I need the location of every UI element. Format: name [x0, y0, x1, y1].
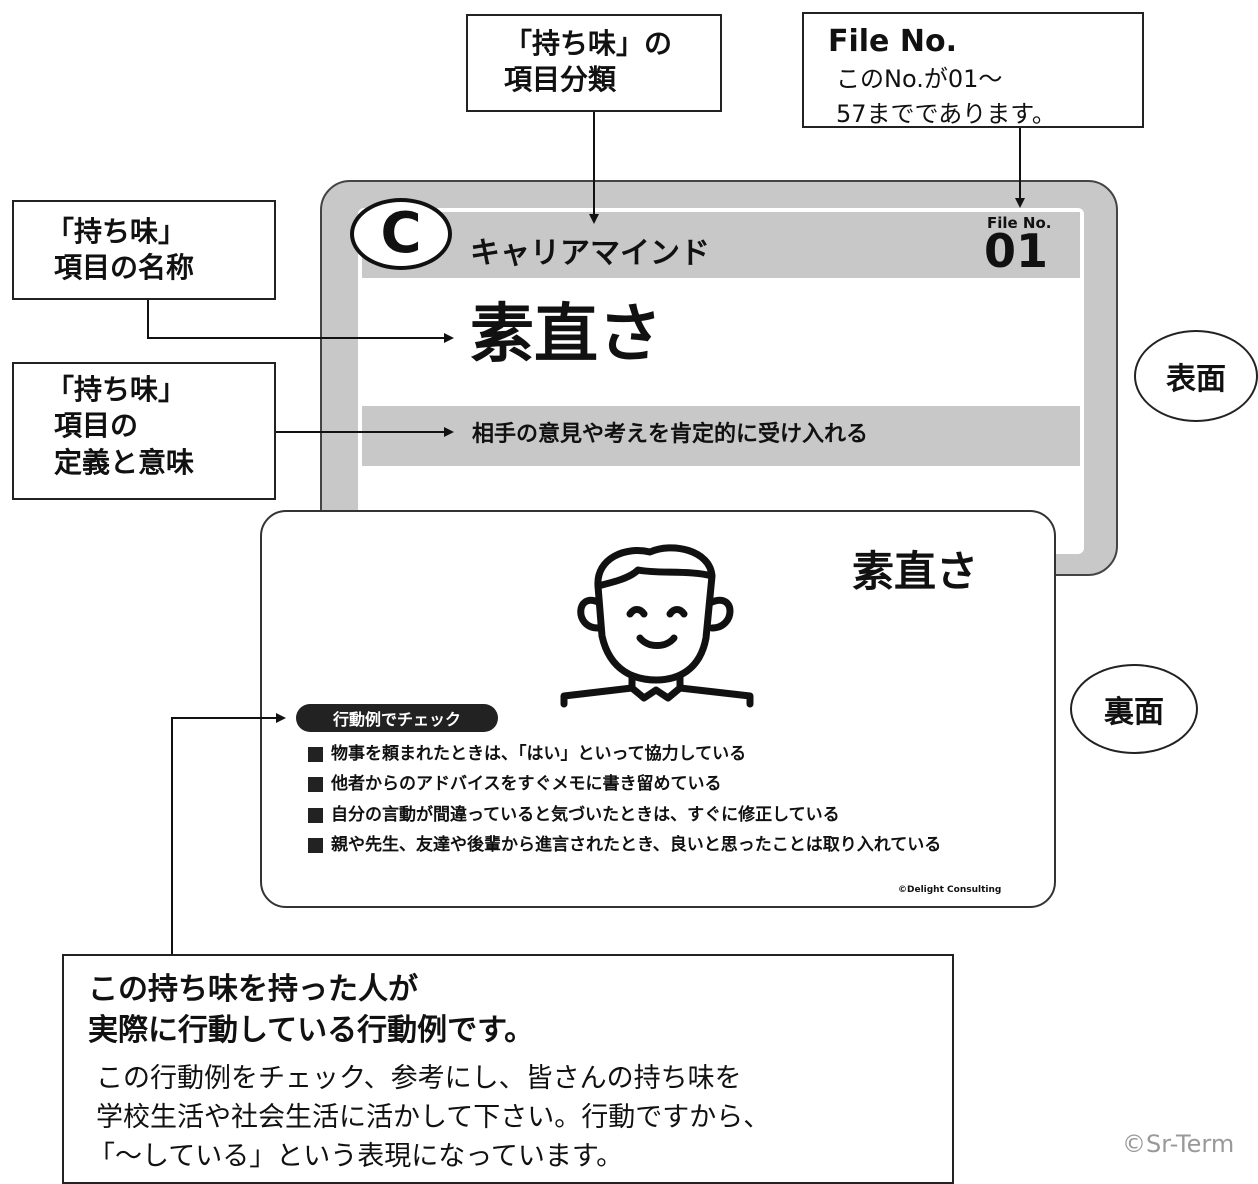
arrow-examples: [171, 713, 286, 954]
bullet-square-icon: [308, 747, 323, 762]
check-label-text: 行動例でチェック: [332, 710, 461, 729]
callout-item-name: 「持ち味」 項目の名称: [12, 200, 276, 300]
explanation-body-1: この行動例をチェック、参考にし、皆さんの持ち味を: [96, 1063, 742, 1094]
list-item: 物事を頼まれたときは、「はい」といって協力している: [308, 744, 1028, 765]
back-card-title: 素直さ: [852, 547, 979, 596]
front-card: [320, 180, 1118, 576]
callout-item-name-line2: 項目の名称: [54, 251, 195, 285]
category-name: キャリアマインド: [470, 236, 710, 271]
explanation-box: この持ち味を持った人が 実際に行動している行動例です。 この行動例をチェック、参…: [62, 954, 954, 1184]
category-letter: C: [380, 201, 422, 266]
callout-file-no-title: File No.: [828, 24, 957, 59]
category-letter-badge: C: [350, 198, 452, 270]
callout-definition-line2: 項目の: [54, 409, 139, 443]
callout-file-no-line1: このNo.が01～: [836, 65, 1003, 93]
back-card-copyright: ©Delight Consulting: [898, 885, 1002, 895]
example-list: 物事を頼まれたときは、「はい」といって協力している 他者からのアドバイスをすぐメ…: [308, 744, 1028, 856]
back-side-label-text: 裏面: [1104, 695, 1164, 730]
example-text: 他者からのアドバイスをすぐメモに書き留めている: [331, 774, 722, 795]
example-text: 物事を頼まれたときは、「はい」といって協力している: [331, 744, 747, 764]
callout-category: 「持ち味」の 項目分類: [466, 14, 722, 112]
callout-definition: 「持ち味」 項目の 定義と意味: [12, 362, 276, 500]
list-item: 自分の言動が間違っていると気づいたときは、すぐに修正している: [308, 805, 1028, 826]
front-side-label-text: 表面: [1166, 362, 1226, 397]
front-side-label: 表面: [1134, 330, 1258, 422]
bullet-square-icon: [308, 777, 323, 793]
list-item: 他者からのアドバイスをすぐメモに書き留めている: [308, 774, 1028, 795]
explanation-body-3: 「～している」という表現になっています。: [88, 1141, 624, 1173]
arrow-item-name: [147, 300, 454, 343]
callout-file-no: File No. このNo.が01～ 57までであります。: [802, 12, 1144, 128]
front-card-definition-bar: [362, 406, 1080, 466]
list-item: 親や先生、友達や後輩から進言されたとき、良いと思ったことは取り入れている: [308, 835, 1028, 856]
callout-definition-line1: 「持ち味」: [46, 373, 187, 406]
callout-category-line2: 項目分類: [504, 63, 617, 97]
explanation-heading-1: この持ち味を持った人が: [88, 972, 418, 1007]
bullet-square-icon: [308, 837, 323, 853]
check-label-pill: 行動例でチェック: [296, 704, 498, 732]
callout-definition-line3: 定義と意味: [54, 445, 195, 479]
person-illustration: [560, 544, 754, 708]
example-text: 自分の言動が間違っていると気づいたときは、すぐに修正している: [331, 804, 840, 825]
explanation-heading-2: 実際に行動している行動例です。: [88, 1012, 535, 1048]
example-text: 親や先生、友達や後輩から進言されたとき、良いと思ったことは取り入れている: [331, 834, 942, 855]
front-card-header-bar: [362, 212, 1080, 278]
callout-file-no-line2: 57までであります。: [836, 100, 1056, 128]
callout-item-name-line1: 「持ち味」: [46, 215, 187, 248]
callout-category-line1: 「持ち味」の: [504, 27, 673, 60]
front-card-definition: 相手の意見や考えを肯定的に受け入れる: [472, 422, 869, 447]
back-side-label: 裏面: [1070, 664, 1198, 754]
front-file-number: 01: [984, 224, 1049, 278]
front-file-label: File No.: [987, 214, 1052, 232]
bullet-square-icon: [308, 807, 323, 823]
watermark: ©Sr-Term: [1122, 1130, 1235, 1158]
explanation-body-2: 学校生活や社会生活に活かして下さい。行動ですから、: [96, 1102, 771, 1134]
front-card-title: 素直さ: [470, 298, 662, 372]
